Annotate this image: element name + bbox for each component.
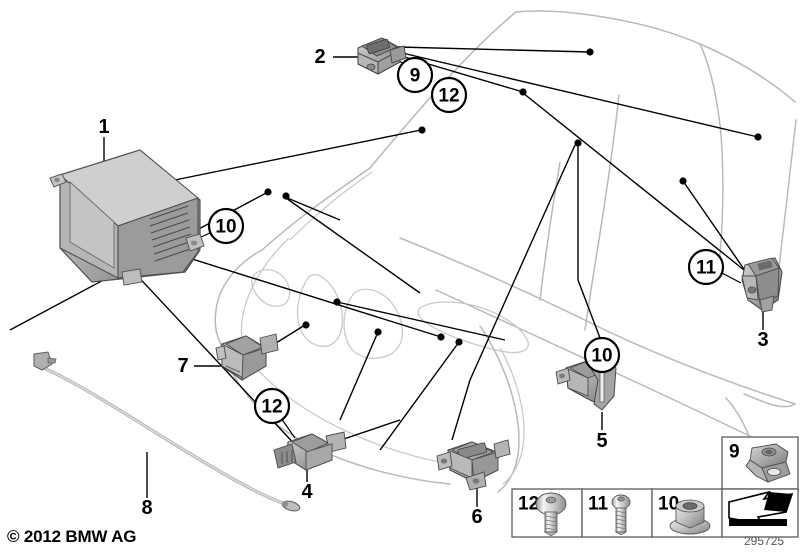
- diagram-id: 295725: [744, 534, 785, 548]
- hex-socket-screw-icon: [611, 494, 631, 536]
- legend-label-11: 11: [588, 494, 609, 515]
- callout-label-1: 1: [98, 116, 109, 138]
- callout-label: 10: [215, 217, 236, 238]
- callout-label-3: 3: [757, 329, 768, 351]
- legend-label-10: 10: [658, 494, 679, 515]
- callout-circle-12-front[interactable]: 12: [430, 76, 468, 114]
- callout-label: 12: [261, 397, 282, 418]
- part-front-satellite-sensor: [357, 37, 407, 75]
- flange-nut-icon: [669, 499, 711, 535]
- callout-circle-12-plug[interactable]: 12: [253, 387, 291, 425]
- torx-pan-head-screw-icon: [535, 492, 567, 537]
- callout-circle-10-bracket[interactable]: 10: [583, 336, 621, 374]
- callout-label: 10: [591, 346, 612, 367]
- retaining-clip-bracket-icon: [745, 443, 791, 483]
- legend-cell-10[interactable]: 10: [651, 488, 723, 538]
- callout-circle-11-bpillar[interactable]: 11: [687, 248, 725, 286]
- part-connector-plug-sensor: [273, 431, 347, 471]
- hardware-legend: 9 12: [511, 436, 799, 538]
- callout-label-6: 6: [471, 506, 482, 528]
- callout-label-4: 4: [301, 481, 313, 503]
- copyright-notice: © 2012 BMW AG: [7, 527, 137, 546]
- callout-markers: 9 12 10 11 10 12 1: [98, 46, 768, 528]
- callout-label-5: 5: [596, 430, 607, 452]
- callout-label: 12: [438, 86, 459, 107]
- callout-label: 9: [410, 66, 421, 87]
- part-sensor-wiring-cable: [33, 351, 301, 512]
- callout-label-2: 2: [314, 46, 325, 68]
- legend-cell-12[interactable]: 12: [511, 488, 583, 538]
- legend-cell-direction-arrow[interactable]: [721, 488, 799, 538]
- part-front-impact-sensor: [215, 333, 279, 381]
- legend-label-12: 12: [518, 494, 539, 515]
- legend-cell-11[interactable]: 11: [581, 488, 653, 538]
- part-airbag-control-module: [49, 149, 205, 286]
- legend-cell-9[interactable]: 9: [721, 436, 799, 490]
- part-b-pillar-side-impact-sensor: [741, 257, 783, 313]
- callout-circle-10-ecu[interactable]: 10: [207, 207, 245, 245]
- callout-label-8: 8: [141, 497, 152, 519]
- legend-label-9: 9: [729, 442, 740, 463]
- direction-of-travel-arrow-icon: [728, 490, 794, 526]
- part-rollover-yaw-rate-sensor: [436, 439, 511, 491]
- callout-label: 11: [696, 258, 717, 279]
- callout-circle-9[interactable]: 9: [396, 56, 434, 94]
- callout-label-7: 7: [177, 355, 188, 377]
